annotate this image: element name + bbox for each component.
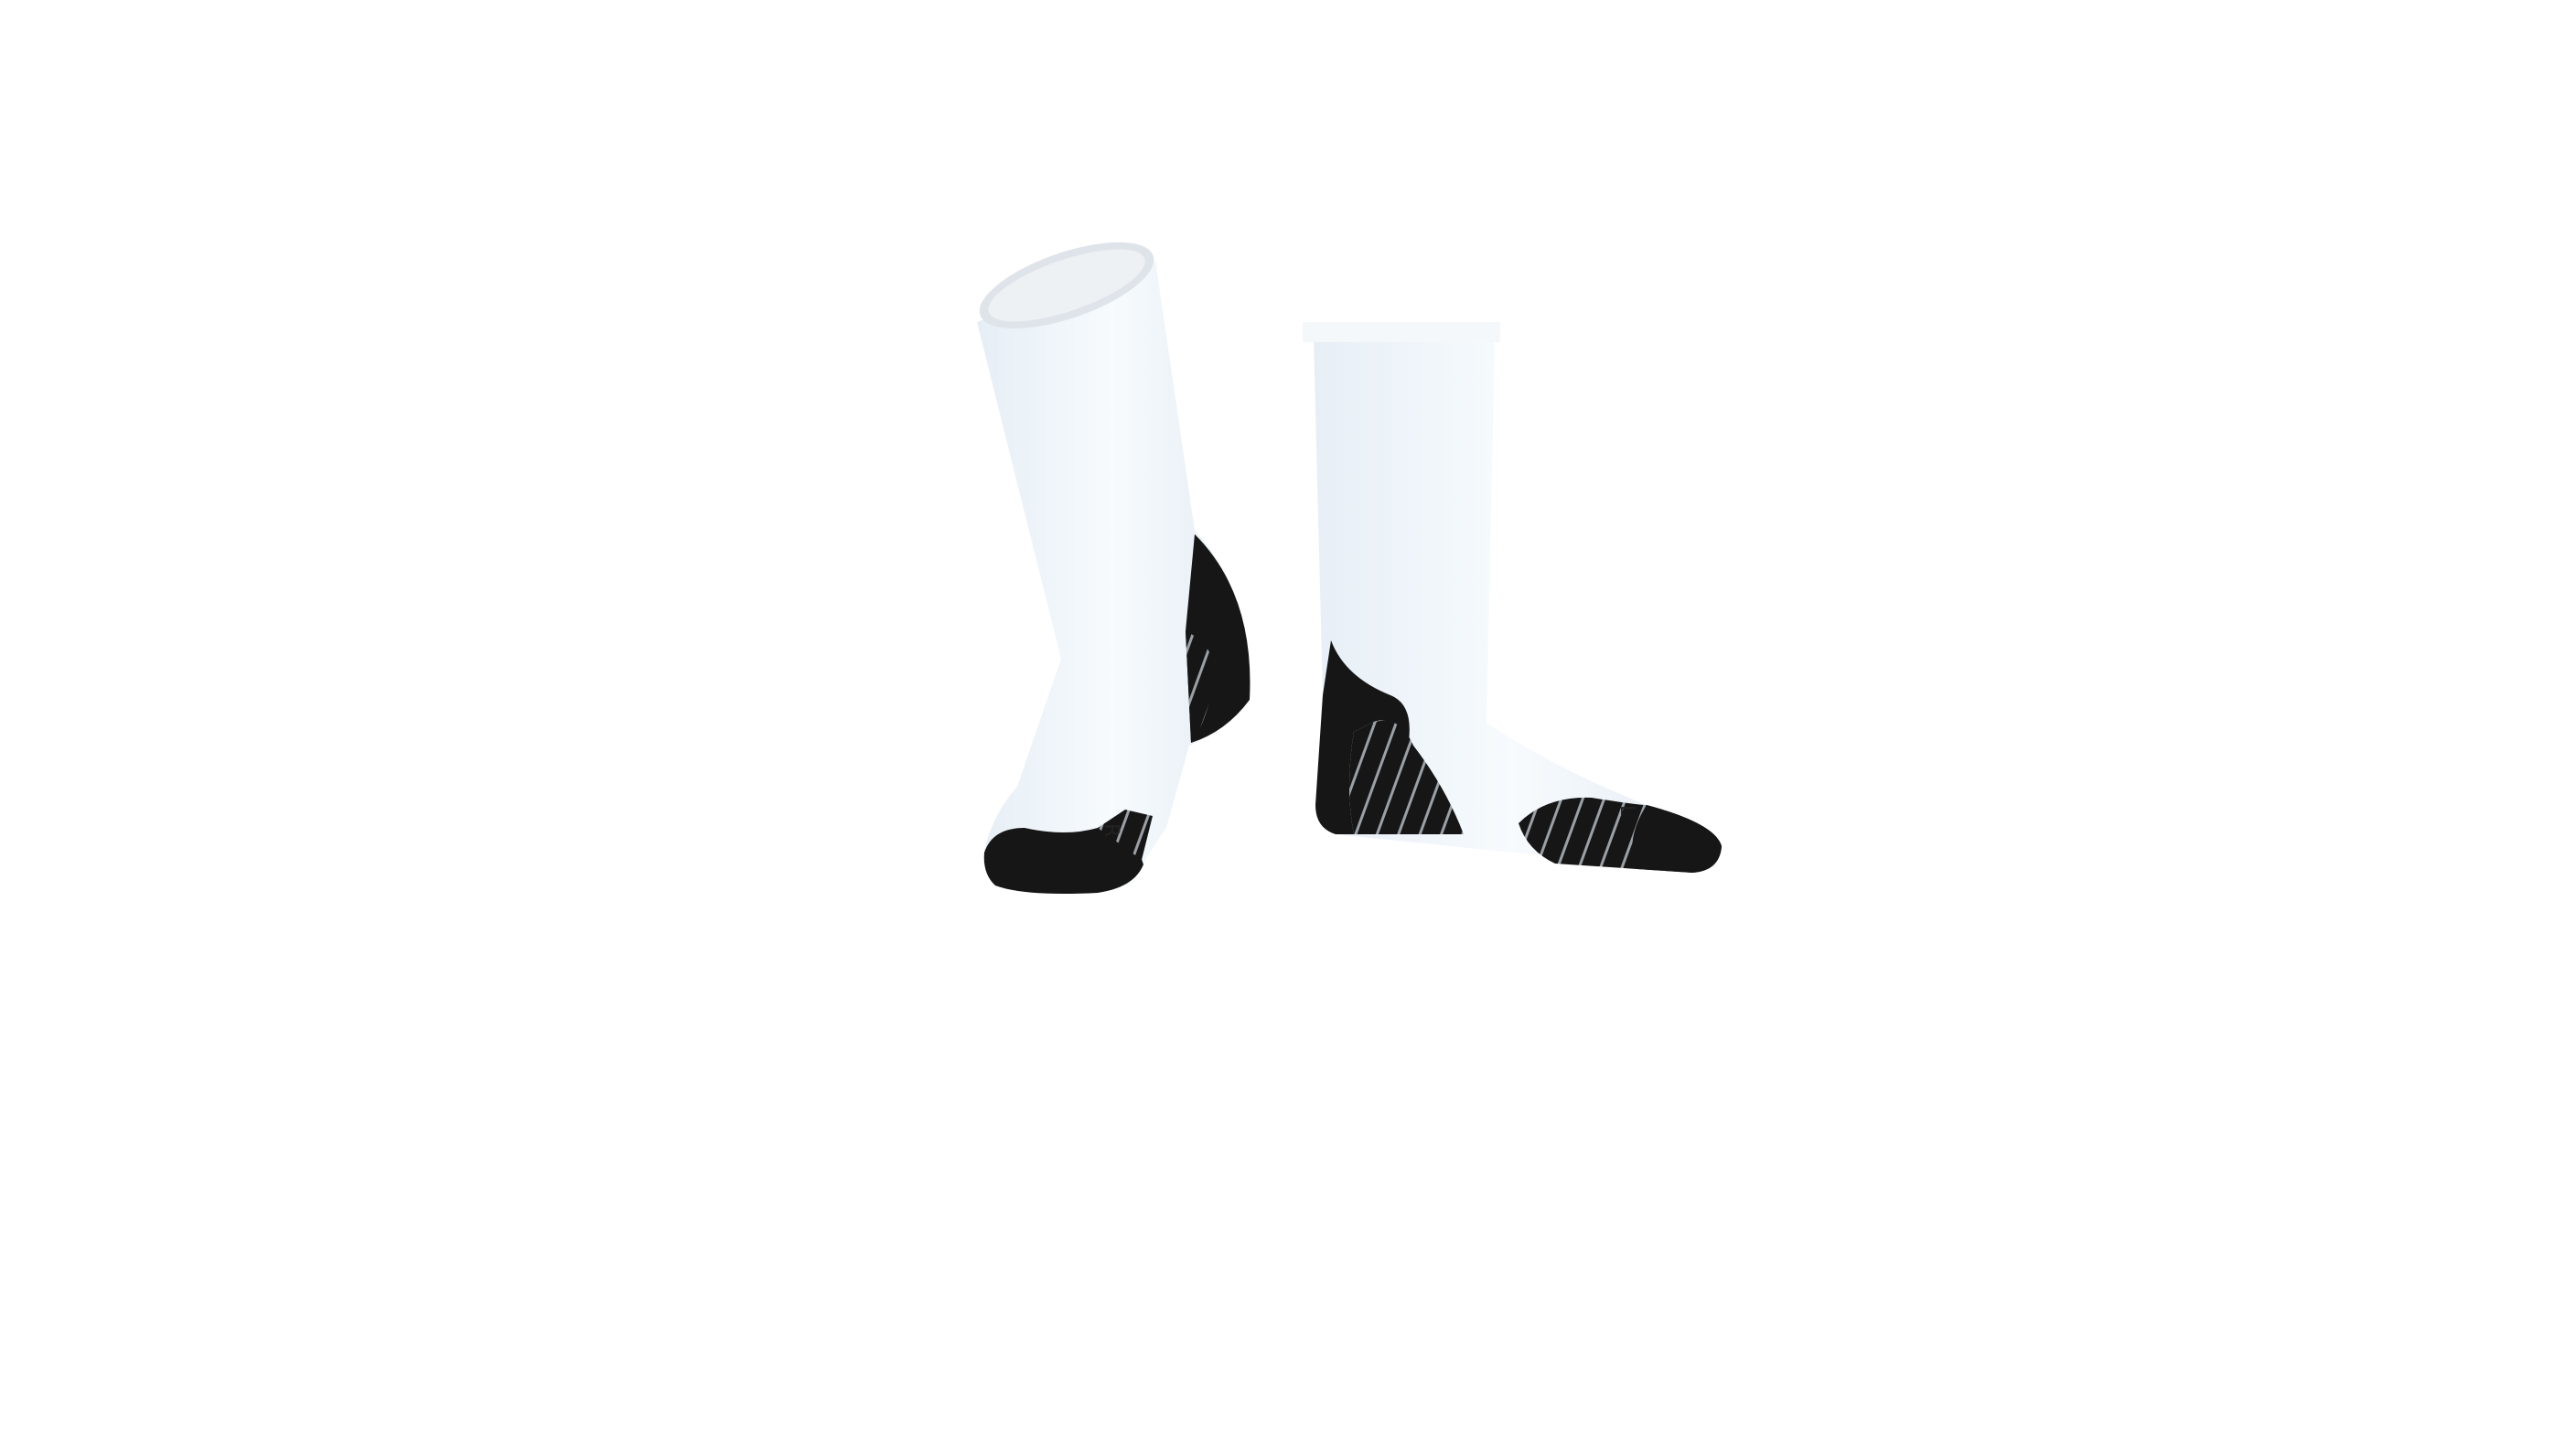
right-sock: L [1303,322,1722,873]
left-sock: R [977,242,1250,894]
right-sock-marker: L [1615,805,1638,817]
left-sock-marker: R [1100,823,1122,837]
